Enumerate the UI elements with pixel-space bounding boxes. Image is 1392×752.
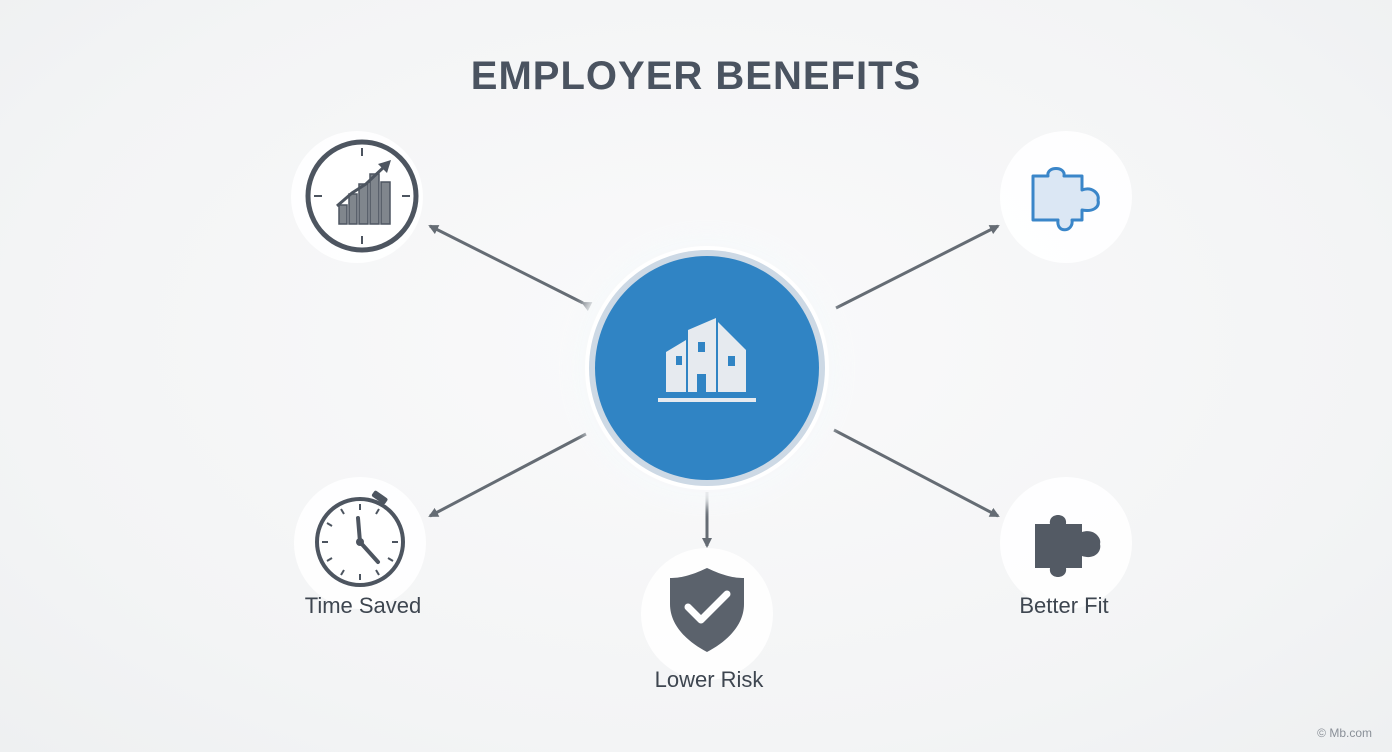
watermark: © Mb.com bbox=[1317, 726, 1372, 740]
clock-growth-chart-icon bbox=[305, 139, 419, 253]
stopwatch-icon bbox=[315, 490, 405, 587]
center-hub bbox=[585, 246, 829, 490]
puzzle-outline-icon bbox=[1031, 167, 1100, 232]
diagram-title: EMPLOYER BENEFITS bbox=[470, 54, 922, 98]
label-time-saved: Time Saved bbox=[304, 593, 422, 618]
arrow-growth bbox=[428, 224, 593, 312]
shield-check-icon bbox=[670, 568, 744, 652]
arrow-time bbox=[428, 432, 587, 518]
connector-arrows bbox=[428, 224, 1000, 548]
label-lower-risk: Lower Risk bbox=[654, 667, 764, 692]
buildings-icon bbox=[658, 318, 756, 402]
label-better-fit: Better Fit bbox=[1019, 593, 1109, 618]
puzzle-piece-icon bbox=[1035, 515, 1101, 577]
arrow-fit bbox=[833, 428, 1000, 518]
arrow-integration bbox=[835, 224, 1000, 310]
